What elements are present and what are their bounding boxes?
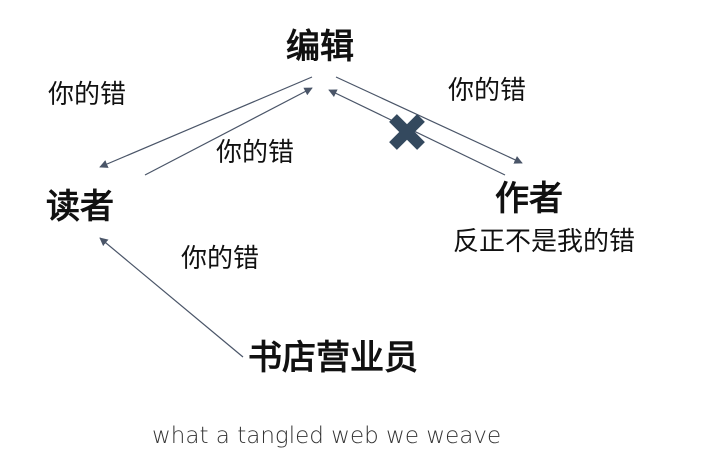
- arrow-reader-to-editor: [144, 87, 313, 176]
- label-editor-to-reader: 你的错: [48, 80, 127, 110]
- node-reader: 读者: [46, 187, 114, 227]
- label-editor-to-author: 你的错: [448, 76, 527, 106]
- node-editor: 编辑: [286, 27, 354, 67]
- arrow-clerk-to-reader: [99, 237, 244, 358]
- label-reader-to-editor: 你的错: [216, 138, 295, 168]
- node-bookstore-clerk: 书店营业员: [248, 338, 418, 378]
- node-author: 作者: [495, 179, 563, 219]
- arrow-editor-to-author: [335, 76, 523, 164]
- x-mark-icon: [389, 114, 425, 150]
- arrow-author-to-editor-blocked: [328, 89, 506, 176]
- label-clerk-to-reader: 你的错: [181, 244, 260, 274]
- arrow-editor-to-reader: [99, 76, 313, 168]
- author-note: 反正不是我的错: [453, 227, 636, 257]
- caption: what a tangled web we weave: [152, 423, 502, 449]
